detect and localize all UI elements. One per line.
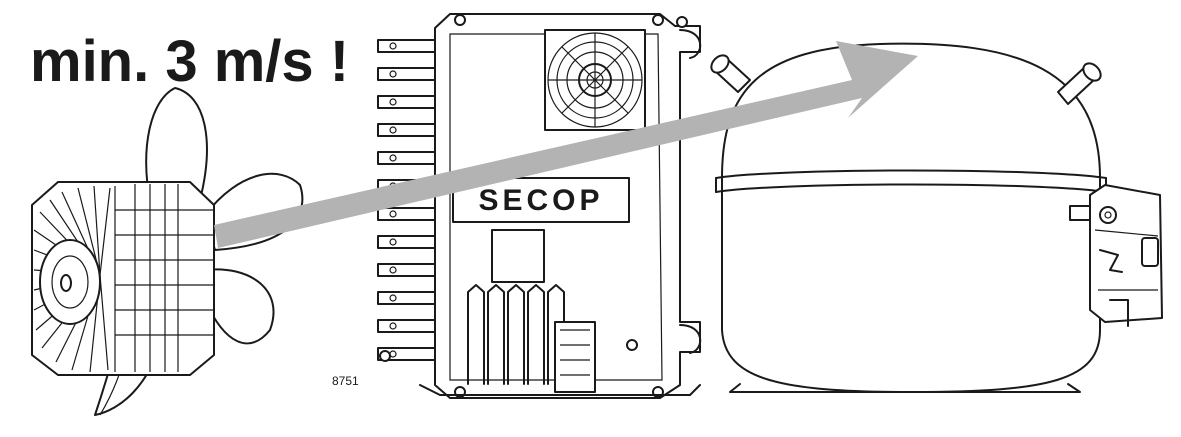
airflow-arrow bbox=[214, 41, 918, 248]
compressor-shell bbox=[721, 42, 1101, 393]
drawing-number: 8751 bbox=[332, 374, 359, 388]
info-label bbox=[491, 229, 545, 283]
compressor bbox=[710, 42, 1163, 393]
airflow-requirement-text: min. 3 m/s ! bbox=[30, 29, 350, 94]
fan-motor-body bbox=[31, 181, 215, 376]
cooling-fan bbox=[31, 87, 304, 416]
brand-label: SECOP bbox=[478, 184, 603, 217]
process-tube-right bbox=[1057, 62, 1102, 105]
compressor-base bbox=[729, 383, 1081, 393]
terminal-block bbox=[554, 321, 596, 393]
fan-blade-top bbox=[145, 87, 208, 201]
electronic-unit: SECOP bbox=[377, 13, 702, 399]
heat-sink-fins bbox=[377, 39, 441, 361]
fan-blade-lower bbox=[204, 268, 275, 345]
process-tube-left bbox=[710, 54, 751, 93]
internal-fan-grille bbox=[544, 29, 646, 131]
